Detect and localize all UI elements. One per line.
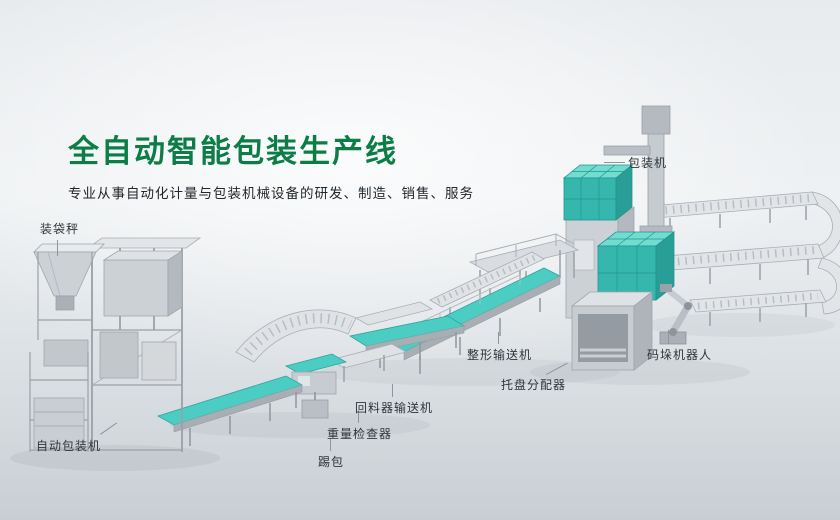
label-bagging-scale: 装袋秤 [40,220,79,237]
label-weight-checker: 重量检查器 [327,425,392,442]
kick-bag-unit [301,392,329,419]
infeed-frame [29,352,89,452]
leader-line-palletizing-robot [668,330,669,344]
label-pallet-dispenser-text: 托盘分配器 [501,378,567,392]
pallet-dispenser-machine [570,291,654,371]
leader-line-weight-checker [358,410,359,423]
label-weight-checker-text: 重量检查器 [327,427,393,441]
outfeed-conveyor [156,375,304,446]
weight-checker-unit [284,353,348,395]
page-title: 全自动智能包装生产线 [68,134,398,169]
link-conveyor-upper [354,301,434,326]
label-palletizing-robot: 码垛机器人 [647,346,712,363]
label-return-conveyor: 回料器输送机 [355,399,433,416]
label-auto-bagging-machine: 自动包装机 [36,437,101,454]
link-conveyor-lower [328,343,408,382]
bagging-scale-hopper [33,243,105,367]
leader-line-shaping-conveyor [498,332,499,344]
label-return-conveyor-text: 回料器输送机 [355,401,434,415]
label-packaging-machine: 包装机 [628,154,667,171]
leader-line-return-conveyor [392,384,393,397]
leader-line-packaging-machine [604,162,625,163]
curve-conveyor [235,309,357,363]
leader-line-bagging-scale [57,240,58,256]
label-pallet-dispenser: 托盘分配器 [501,376,566,393]
label-auto-bagging-machine-text: 自动包装机 [36,439,102,453]
leader-line-kick-bag [330,438,331,451]
carton-stack-lower [596,231,676,301]
label-kick-bag-text: 踢包 [318,455,345,469]
label-palletizing-robot-text: 码垛机器人 [647,348,713,362]
label-kick-bag: 踢包 [318,453,344,470]
label-shaping-conveyor: 整形输送机 [467,346,532,363]
palletizing-robot-arm [659,284,692,345]
label-shaping-conveyor-text: 整形输送机 [467,348,533,362]
label-packaging-machine-text: 包装机 [628,156,668,170]
carton-stack-upper [562,164,634,221]
page-subtitle: 专业从事自动化计量与包装机械设备的研发、制造、销售、服务 [68,186,474,201]
label-bagging-scale-text: 装袋秤 [40,222,80,236]
